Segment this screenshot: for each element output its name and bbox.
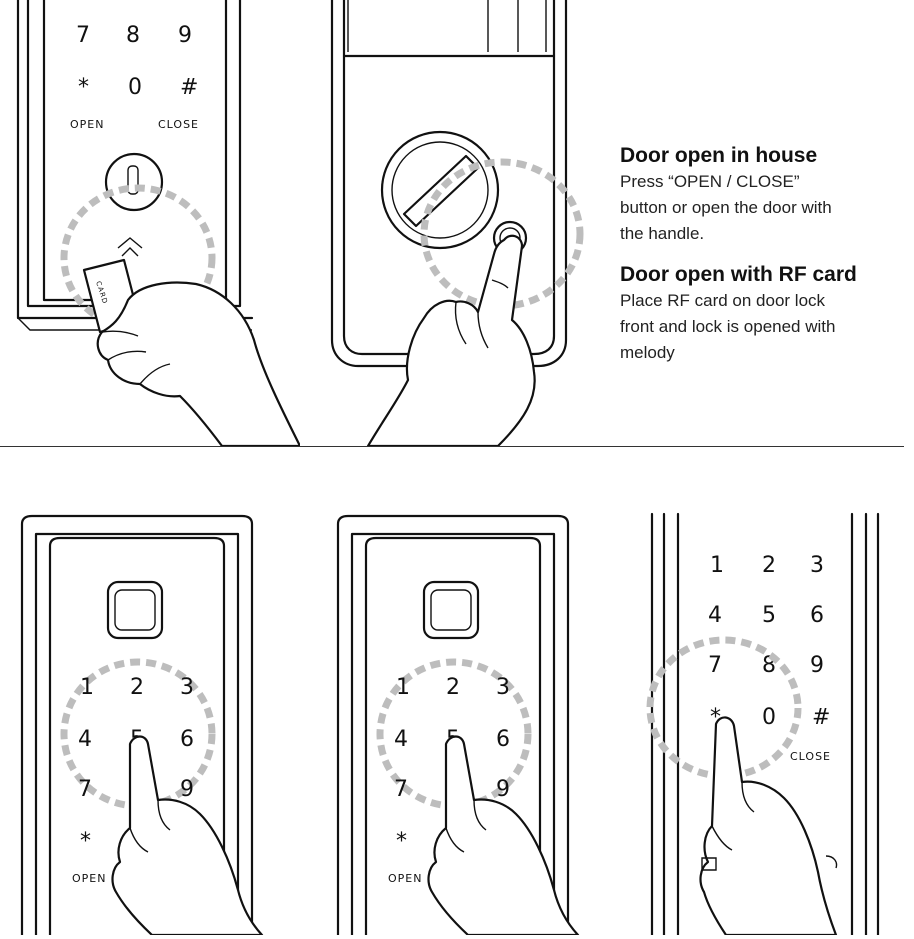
body-door-open-rf-card: Place RF card on door lock front and loc… (620, 291, 836, 362)
key-4: 4 (394, 727, 408, 752)
key-6: 6 (496, 727, 510, 752)
fingerprint-sensor-icon (106, 580, 164, 640)
keypad-illustration-middle: 1 2 3 4 5 6 7 8 9 * OPEN (328, 510, 628, 935)
key-star: * (710, 705, 721, 730)
inside-open-illustration (328, 0, 598, 446)
key-1: 1 (396, 675, 410, 700)
section-divider (0, 446, 904, 447)
thumb-turn-icon (380, 130, 500, 250)
close-label: CLOSE (790, 750, 831, 763)
key-cylinder-icon (104, 152, 164, 212)
key-7: 7 (708, 653, 722, 678)
rf-card-illustration: 7 8 9 * 0 # OPEN CLOSE CARD (0, 0, 300, 446)
key-star: * (78, 75, 89, 100)
rf-antenna-icon (117, 237, 143, 257)
instruction-door-open-rf-card: Door open with RF card Place RF card on … (620, 262, 910, 366)
key-9: 9 (496, 777, 510, 802)
key-1: 1 (80, 675, 94, 700)
open-label: OPEN (388, 872, 422, 885)
key-6: 6 (180, 727, 194, 752)
key-hash: # (812, 705, 830, 730)
key-3: 3 (180, 675, 194, 700)
open-label: OPEN (70, 118, 104, 131)
key-1: 1 (710, 553, 724, 578)
key-9: 9 (810, 653, 824, 678)
pointing-hand (699, 716, 838, 935)
key-star: * (80, 829, 91, 854)
pointing-hand (427, 735, 580, 935)
key-4: 4 (708, 603, 722, 628)
close-label: CLOSE (158, 118, 199, 131)
key-9: 9 (180, 777, 194, 802)
body-door-open-in-house: Press “OPEN / CLOSE” button or open the … (620, 172, 832, 243)
key-3: 3 (496, 675, 510, 700)
star-key-highlight-ring (646, 636, 802, 780)
key-hash: # (180, 75, 198, 100)
heading-door-open-in-house: Door open in house (620, 144, 818, 167)
key-6: 6 (810, 603, 824, 628)
key-7: 7 (76, 23, 90, 48)
key-4: 4 (78, 727, 92, 752)
instruction-door-open-in-house: Door open in house Press “OPEN / CLOSE” … (620, 143, 910, 247)
key-3: 3 (810, 553, 824, 578)
key-0: 0 (762, 705, 776, 730)
keypad-illustration-left: 1 2 3 4 5 6 7 8 9 * OPEN (12, 510, 312, 935)
heading-door-open-rf-card: Door open with RF card (620, 263, 857, 286)
key-8: 8 (126, 23, 140, 48)
key-7: 7 (78, 777, 92, 802)
fingerprint-sensor-icon (422, 580, 480, 640)
key-star: * (396, 829, 407, 854)
key-2: 2 (446, 675, 460, 700)
open-label: OPEN (72, 872, 106, 885)
pointing-hand (111, 735, 264, 935)
pointing-hand (366, 234, 536, 446)
key-2: 2 (130, 675, 144, 700)
key-9: 9 (178, 23, 192, 48)
key-0: 0 (128, 75, 142, 100)
key-7: 7 (394, 777, 408, 802)
key-5: 5 (762, 603, 776, 628)
keypad-closeup-illustration: 1 2 3 4 5 6 7 8 9 * 0 # CLOSE (640, 510, 900, 935)
key-2: 2 (762, 553, 776, 578)
hand-holding-card (96, 281, 300, 446)
